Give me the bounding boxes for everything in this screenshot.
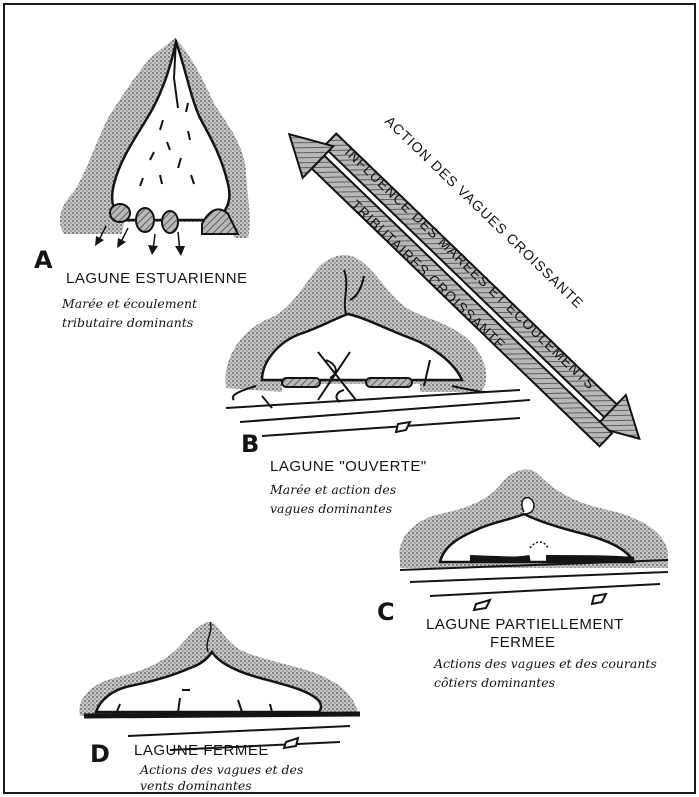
panel-b-desc-1: Marée et action des: [270, 480, 396, 499]
panel-d-letter: D: [90, 740, 110, 768]
panel-c-drawing: [399, 469, 668, 610]
panel-a-desc-1: Marée et écoulement: [62, 294, 197, 313]
panel-c-desc-2: côtiers dominantes: [434, 673, 555, 692]
panel-d-desc-2: vents dominantes: [140, 776, 252, 795]
panel-b-title: LAGUNE "OUVERTE": [270, 458, 427, 475]
panel-c-title: LAGUNE PARTIELLEMENT: [426, 616, 624, 633]
panel-b-desc-2: vagues dominantes: [270, 499, 392, 518]
panel-a-drawing: [60, 38, 250, 256]
panel-c-title-2: FERMEE: [490, 634, 556, 651]
panel-a-desc-2: tributaire dominants: [62, 313, 193, 332]
panel-c-desc-1: Actions des vagues et des courants: [434, 654, 657, 673]
panel-a-title: LAGUNE ESTUARIENNE: [66, 270, 248, 287]
panel-d-title: LAGUNE FERMEE: [134, 742, 269, 759]
panel-b-letter: B: [241, 430, 259, 458]
panel-d-drawing: [79, 622, 360, 750]
panel-a-letter: A: [34, 246, 53, 274]
panel-c-letter: C: [377, 598, 395, 626]
